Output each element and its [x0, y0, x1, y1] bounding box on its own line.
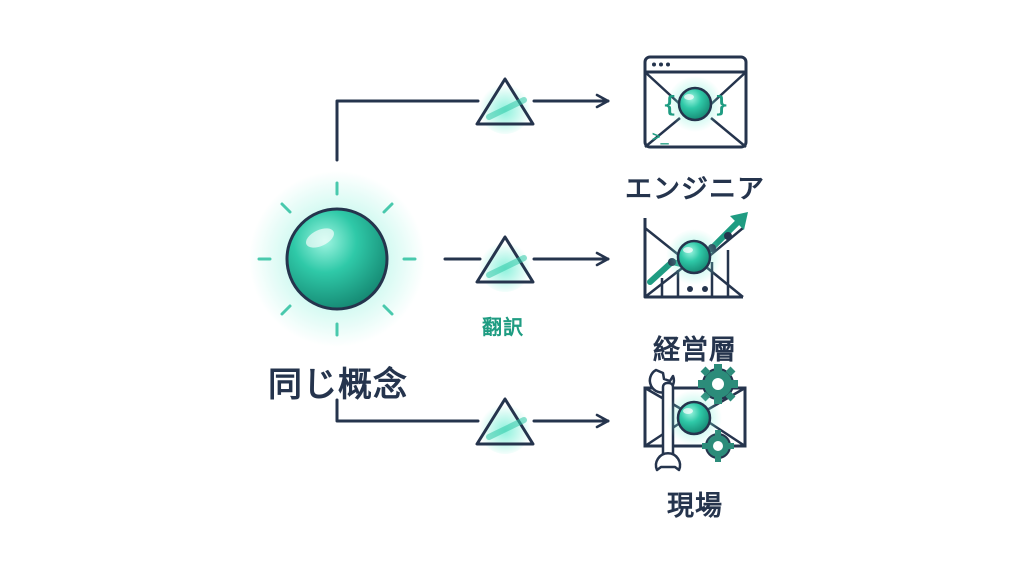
target-label-engineer: エンジニア [625, 174, 765, 205]
svg-text:{: { [663, 93, 676, 118]
growth-chart-icon [643, 212, 748, 299]
connector-bottom [335, 398, 480, 423]
source-concept-label: 同じ概念 [268, 365, 408, 405]
translate-triangle-bottom-icon [475, 397, 535, 454]
svg-text:>_: >_ [652, 129, 669, 145]
connector-top [335, 99, 480, 162]
target-label-management: 経営層 [653, 335, 737, 366]
target-label-field: 現場 [667, 491, 723, 522]
wrench-gear-icon [643, 364, 747, 472]
connector-lines [335, 93, 610, 429]
glow-rays [257, 181, 417, 337]
translate-triangle-middle-icon [475, 235, 535, 292]
svg-text:}: } [715, 93, 728, 118]
code-window-icon: { } >_ [643, 55, 748, 149]
source-sphere-icon [249, 171, 425, 347]
translation-label: 翻訳 [482, 315, 524, 339]
translate-triangle-top-icon [475, 77, 535, 134]
